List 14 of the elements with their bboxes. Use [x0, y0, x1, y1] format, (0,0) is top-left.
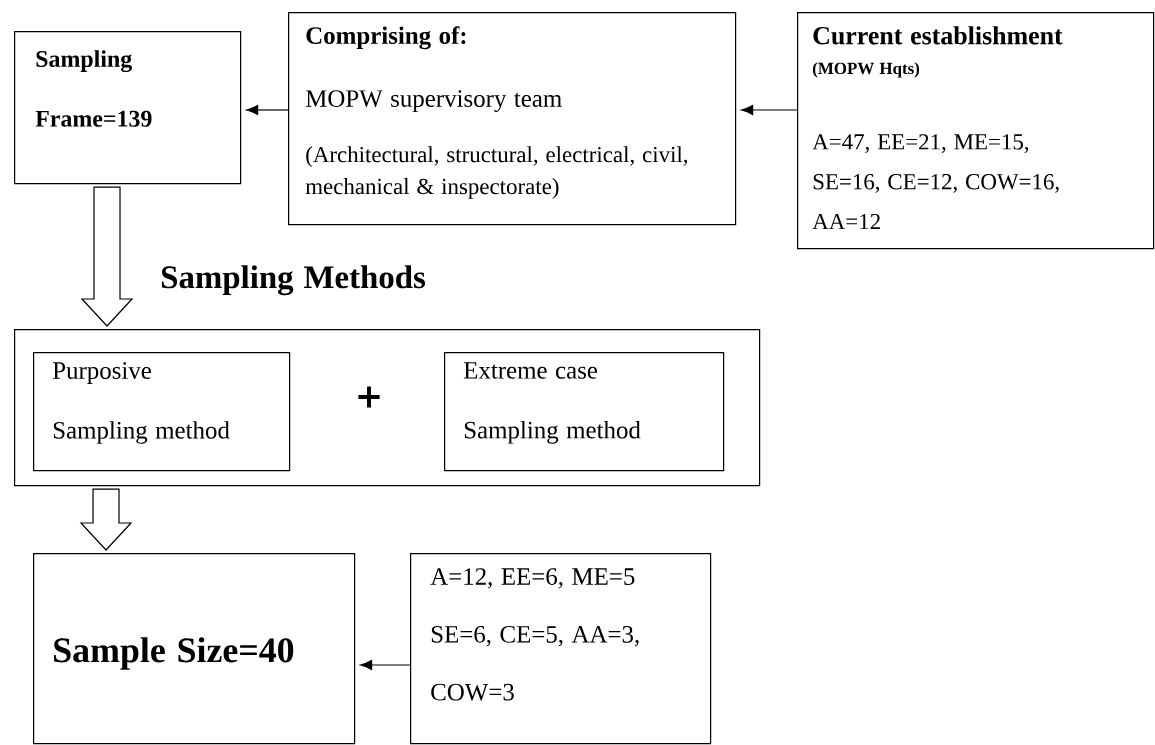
- arrow: [359, 659, 411, 670]
- block-arrow: [80, 186, 134, 327]
- process-box: A=12, EE=6, ME=5 SE=6, CE=5, AA=3, COW=3: [410, 553, 712, 745]
- arrow: [246, 104, 289, 116]
- process-box: Sample Size=40: [33, 553, 356, 745]
- method-box: Purposive Sampling method: [33, 352, 291, 472]
- block-arrow: [79, 488, 133, 551]
- arrow: [741, 104, 798, 116]
- plus-sign: +: [358, 386, 380, 408]
- process-box: Comprising of: MOPW supervisory team (Architectural, structural, electrical, civil, mechanical & inspectorate): [288, 12, 737, 226]
- method-box: Extreme case Sampling method: [444, 352, 725, 472]
- process-box: Current establishment (MOPW Hqts) A=47, EE=21, ME=15, SE=16, CE=12, COW=16, AA=12: [797, 12, 1155, 250]
- node-label: Sampling Methods: [161, 265, 426, 296]
- process-box: Sampling Frame=139: [14, 31, 242, 185]
